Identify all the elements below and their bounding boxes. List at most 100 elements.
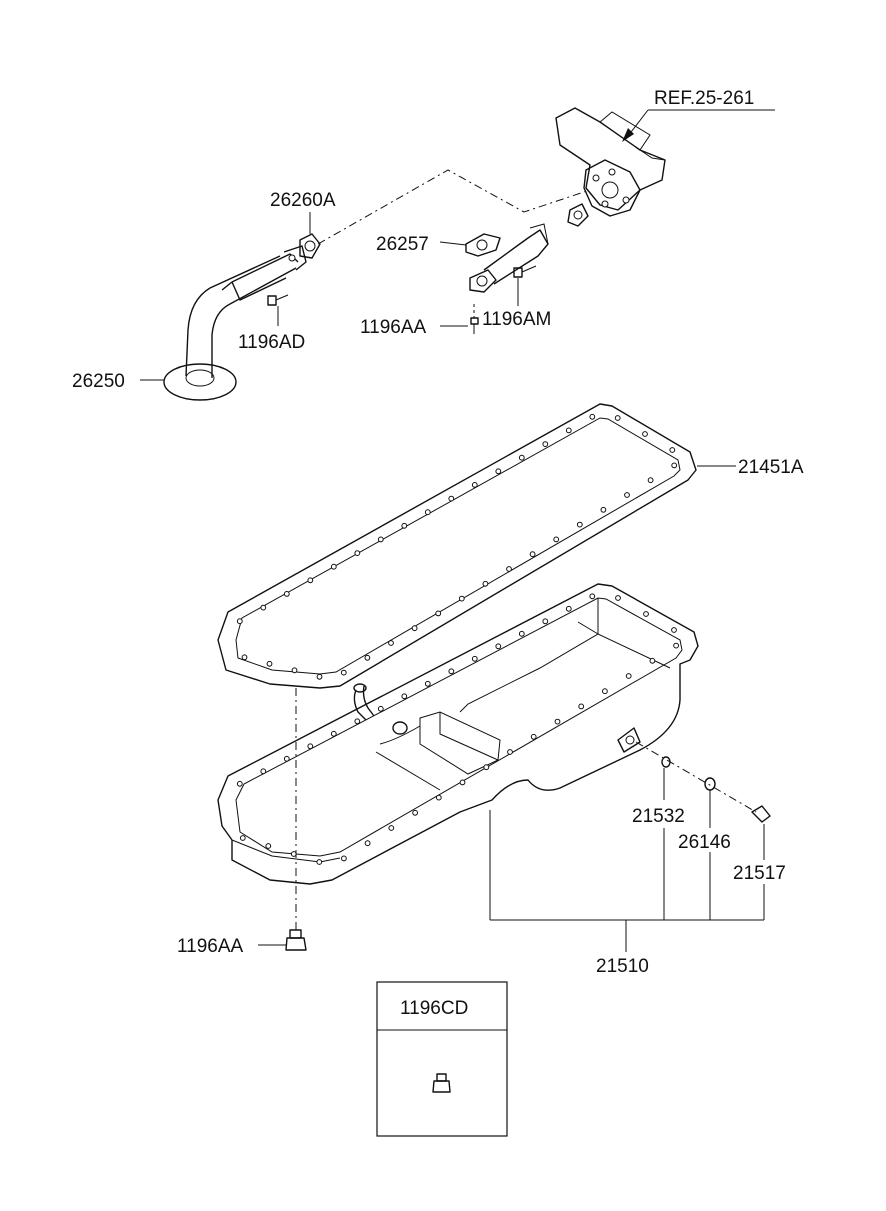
bolt-hole [589, 413, 596, 420]
bolt-hole [307, 577, 314, 584]
label-1196aa-bottom: 1196AA [177, 936, 244, 957]
ref-leader [622, 109, 775, 142]
bolt-hole [482, 580, 489, 587]
bolt-hole [377, 536, 384, 543]
oil-pan-gasket [217, 403, 697, 689]
bolt-hole [283, 591, 290, 597]
bolt-hole [495, 468, 502, 475]
bolt-hole [411, 625, 418, 632]
bolt-hole [340, 669, 347, 676]
leaders-top [140, 212, 519, 381]
bolt-hole [448, 668, 455, 675]
bolt-hole [576, 521, 583, 528]
bolt-hole [388, 825, 395, 831]
oil-pump-assembly [555, 107, 666, 217]
label-ref-25-261: REF.25-261 [654, 88, 754, 109]
bolt-hole [483, 764, 490, 771]
bolt-hole [615, 595, 621, 601]
bolt-hole [649, 657, 656, 664]
alignment-line-pump-strainer [317, 169, 591, 245]
bolt-hole [518, 630, 525, 637]
label-1196cd: 1196CD [400, 998, 468, 1019]
label-21532: 21532 [632, 806, 685, 827]
bolt-hole [506, 566, 512, 572]
bolt-hole [529, 551, 536, 558]
bolt-hole [330, 730, 337, 737]
bolt-hole [388, 640, 394, 646]
bolt-hole [542, 618, 549, 625]
bolt-hole [565, 605, 572, 612]
bolt-hole [265, 843, 272, 849]
bolt-1196aa-bottom [285, 929, 307, 951]
bolt-hole [669, 447, 676, 453]
bolt-hole [412, 809, 419, 816]
label-1196ad: 1196AD [238, 332, 305, 353]
bolt-hole [507, 749, 513, 755]
bolt-hole [600, 506, 607, 513]
oil-pipe-26257 [465, 223, 549, 293]
bolt-hole [291, 667, 298, 674]
bolt-hole [316, 673, 323, 680]
bolt-hole [283, 755, 290, 762]
pan-bolt-holes [236, 593, 679, 865]
pump-outlet-gasket [567, 203, 589, 227]
bolt-hole [239, 835, 246, 841]
bolt-1196aa-top [470, 304, 479, 334]
bolt-hole [671, 462, 678, 469]
bolt-hole [424, 509, 431, 516]
bolt-hole [307, 743, 314, 750]
bolt-1196ad [267, 294, 289, 306]
part-box-1196cd: 1196CD [376, 981, 508, 1137]
bolt-hole [554, 718, 561, 725]
bolt-hole [518, 454, 525, 461]
label-1196aa-top: 1196AA [360, 317, 427, 338]
bolt-hole [290, 851, 297, 857]
bolt-1196am [513, 265, 537, 278]
label-26146: 26146 [678, 832, 731, 853]
bolt-hole [471, 482, 478, 488]
label-1196am: 1196AM [482, 309, 551, 330]
assembly-bracket-21510 [489, 768, 765, 952]
bolt-hole [435, 610, 442, 617]
bolt-hole [330, 563, 337, 570]
bolt-hole [673, 642, 679, 649]
bolt-hole [614, 415, 621, 421]
label-21451a: 21451A [738, 457, 804, 478]
bolt-hole [241, 654, 248, 661]
bolt-hole [643, 611, 649, 617]
strainer-gasket [299, 233, 321, 259]
bolt-hole [341, 855, 347, 862]
oil-strainer [163, 245, 307, 401]
bolt-hole [354, 550, 361, 556]
bolt-hole [236, 618, 243, 625]
bolt-hole [236, 780, 243, 787]
bolt-hole [424, 680, 431, 687]
drain-washer-26146 [704, 777, 716, 791]
bolt-hole [625, 673, 632, 679]
bolt-hole [471, 655, 478, 662]
label-26257: 26257 [376, 234, 429, 255]
bolt-hole [589, 593, 596, 600]
bolt-hole [364, 840, 371, 847]
bolt-hole [364, 654, 371, 661]
bolt-hole [435, 794, 442, 801]
bolt-hole [266, 660, 273, 667]
label-21510: 21510 [596, 956, 649, 977]
alignment-line-drain [635, 741, 757, 813]
label-26260a: 26260A [270, 190, 336, 211]
bolt-hole [565, 427, 572, 434]
drain-washer-21532 [661, 756, 671, 768]
bolt-hole [642, 431, 648, 437]
bolt-hole [602, 688, 608, 695]
bolt-hole [530, 733, 537, 740]
bolt-hole [401, 522, 408, 529]
bolt-hole [553, 536, 560, 543]
bolt-hole [377, 705, 384, 712]
bolt-hole [542, 441, 549, 448]
bolt-hole [459, 779, 466, 786]
bolt-hole [401, 693, 408, 700]
bolt-hole [458, 595, 465, 602]
bolt-hole [578, 703, 585, 710]
bolt-hole [495, 643, 502, 650]
